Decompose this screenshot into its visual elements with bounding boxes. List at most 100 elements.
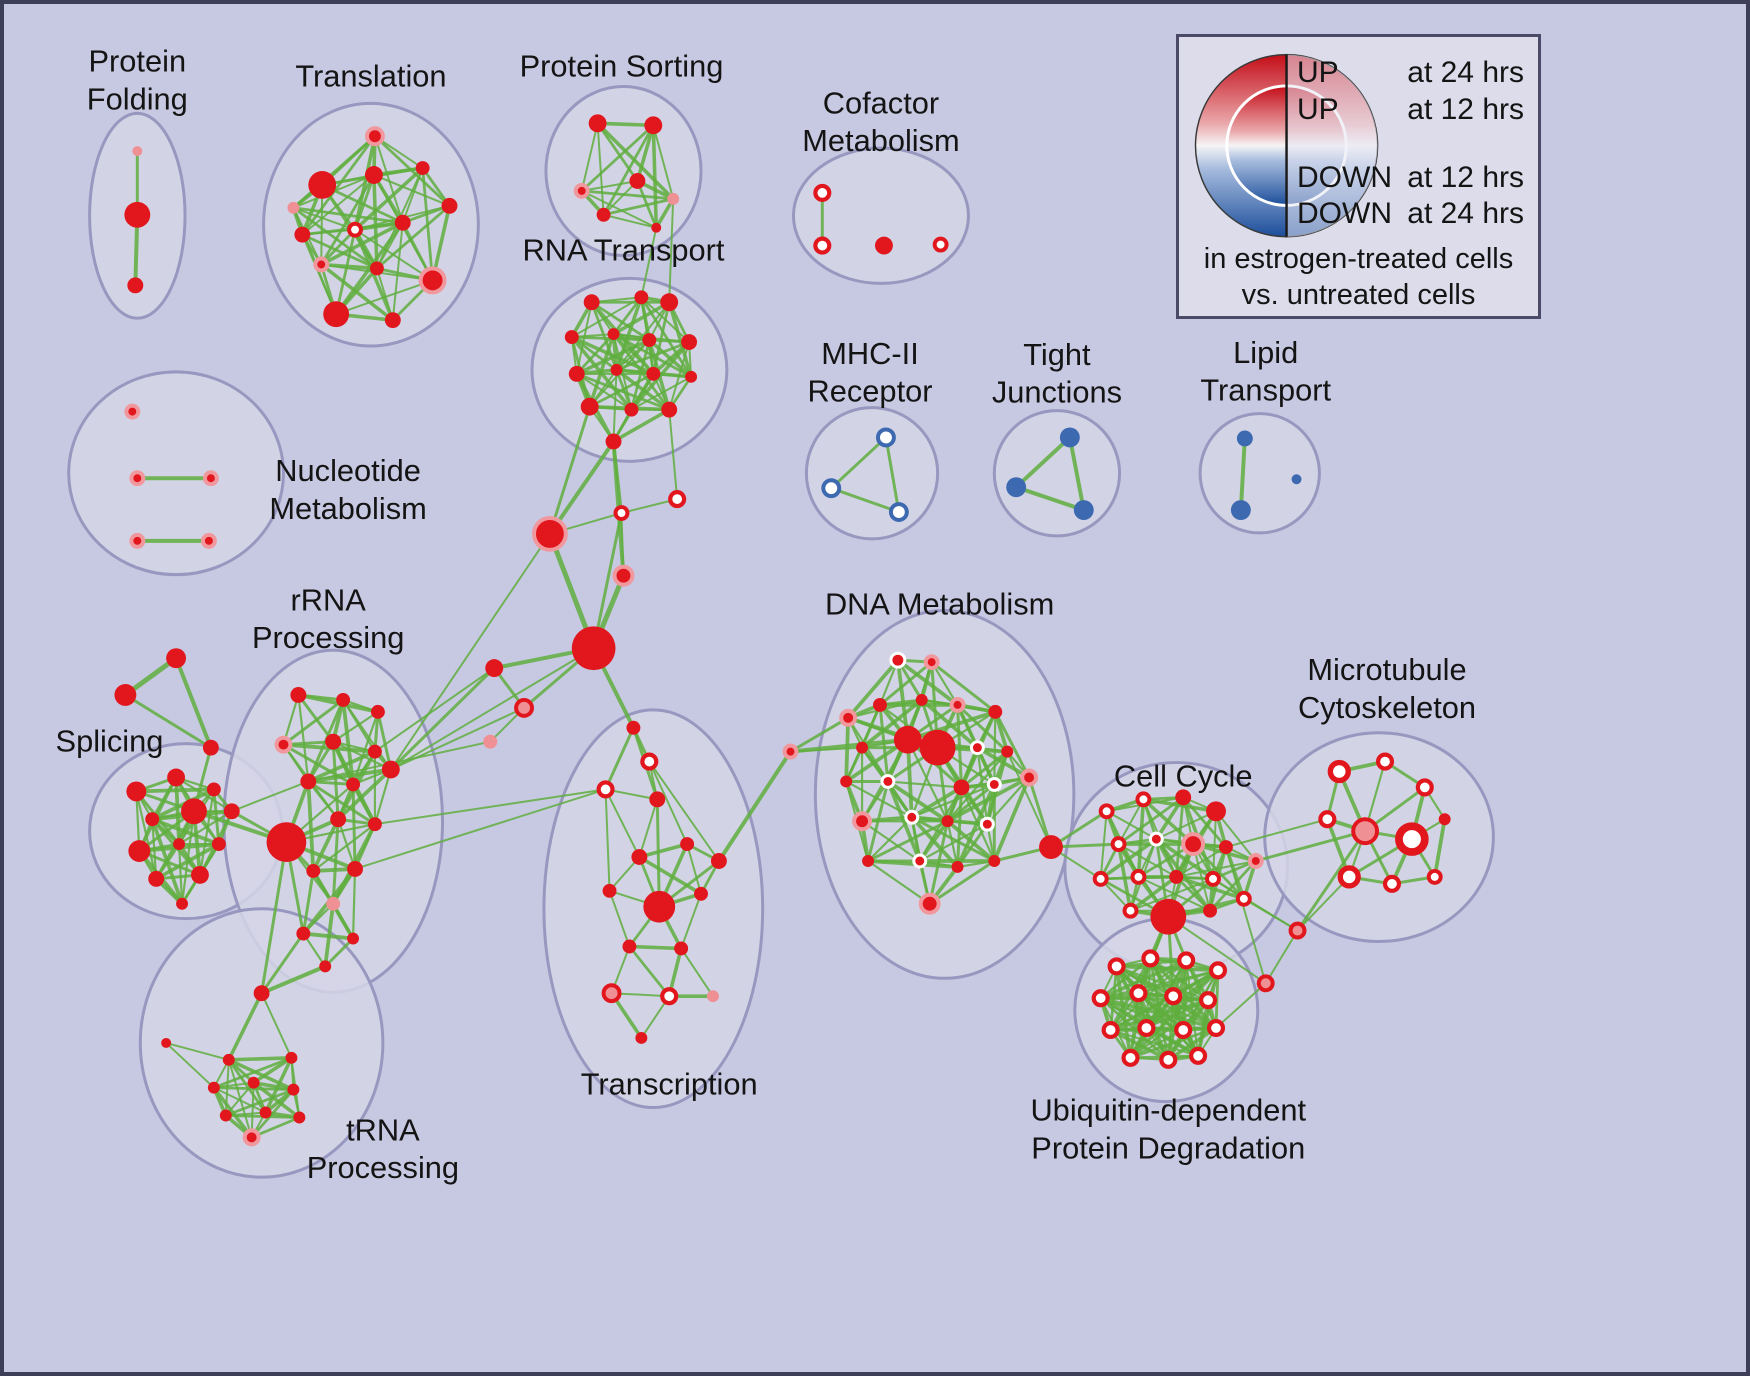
- network-node: [347, 221, 363, 238]
- legend-time: at 12 hrs: [1407, 93, 1524, 126]
- network-edge: [1109, 994, 1175, 1032]
- network-edge: [866, 816, 913, 863]
- network-node: [161, 1037, 172, 1048]
- network-node: [259, 1106, 272, 1119]
- network-edge: [1167, 915, 1267, 985]
- network-edge: [604, 788, 641, 859]
- network-node: [364, 166, 383, 184]
- network-node: [988, 704, 1003, 719]
- network-node: [211, 837, 226, 852]
- network-node: [1230, 500, 1251, 520]
- network-edge: [615, 301, 671, 371]
- legend-time: at 12 hrs: [1407, 161, 1524, 194]
- network-node: [580, 397, 599, 416]
- network-node: [649, 791, 666, 808]
- network-edge: [297, 693, 310, 783]
- network-node: [813, 183, 832, 202]
- network-node: [1020, 768, 1039, 787]
- network-edge: [334, 228, 357, 316]
- network-edge: [638, 798, 659, 859]
- legend-row-down-24: DOWN at 24 hrs: [1297, 199, 1524, 229]
- network-node: [290, 687, 307, 703]
- network-edge: [311, 817, 341, 873]
- network-node: [583, 294, 600, 311]
- network-edge: [323, 937, 355, 968]
- network-node: [953, 779, 970, 796]
- network-node: [651, 222, 662, 233]
- legend-row-down-12: DOWN at 12 hrs: [1297, 163, 1524, 193]
- network-edge: [301, 869, 315, 936]
- network-node: [919, 729, 956, 766]
- network-edge: [1014, 485, 1086, 513]
- network-node: [1337, 865, 1361, 889]
- network-node: [573, 182, 590, 199]
- network-node: [300, 773, 317, 790]
- network-edge: [596, 122, 605, 216]
- network-edge: [680, 892, 703, 950]
- network-node: [167, 768, 186, 787]
- network-edge: [1067, 435, 1086, 513]
- network-edge: [1432, 817, 1447, 879]
- network-edge: [945, 819, 997, 863]
- network-edge: [570, 296, 643, 339]
- network-edge: [602, 123, 655, 217]
- network-node: [132, 146, 143, 157]
- network-edge: [575, 372, 671, 412]
- network-node: [588, 114, 607, 133]
- network-edge: [595, 121, 675, 201]
- network-node: [1141, 949, 1160, 968]
- network-edge: [373, 768, 392, 826]
- network-node: [1426, 868, 1443, 885]
- network-edge: [956, 703, 1009, 754]
- network-edge: [260, 840, 288, 995]
- cluster-label-protein-sorting: Protein Sorting: [520, 49, 724, 84]
- network-edge: [263, 1056, 294, 1115]
- network-edge: [1129, 1026, 1218, 1060]
- legend: UP at 24 hrs UP at 12 hrs DOWN at 12 hrs…: [1176, 34, 1541, 319]
- network-node: [635, 1031, 648, 1044]
- network-node: [128, 840, 151, 862]
- network-edge: [230, 780, 310, 813]
- network-node: [986, 776, 1002, 792]
- network-node: [129, 532, 146, 549]
- network-node: [126, 781, 147, 802]
- network-edge: [319, 173, 376, 266]
- network-node: [166, 648, 187, 669]
- network-edge: [342, 698, 392, 771]
- network-node: [596, 780, 615, 799]
- network-node: [347, 932, 360, 945]
- network-node: [181, 798, 207, 825]
- legend-time: at 24 hrs: [1407, 56, 1524, 89]
- legend-updown-dial-icon: [1194, 53, 1379, 238]
- network-node: [287, 201, 300, 214]
- network-node: [568, 365, 585, 382]
- network-edge: [930, 661, 959, 706]
- network-node: [629, 173, 646, 189]
- network-edge: [1264, 929, 1299, 985]
- network-node: [912, 853, 928, 869]
- network-node: [610, 363, 623, 376]
- network-node: [1121, 1048, 1140, 1067]
- network-edge: [574, 338, 652, 376]
- legend-caption-line1: in estrogen-treated cells: [1203, 243, 1514, 275]
- network-node: [1205, 870, 1221, 887]
- network-node: [1203, 903, 1217, 918]
- network-edge: [389, 532, 551, 771]
- network-node: [308, 171, 337, 199]
- network-edge: [301, 174, 375, 236]
- network-edge: [1154, 795, 1185, 841]
- network-edge: [945, 775, 1031, 824]
- network-edge: [336, 767, 393, 822]
- network-edge: [251, 1080, 296, 1092]
- network-edge: [668, 408, 679, 501]
- network-edge: [844, 715, 851, 784]
- network-node: [191, 865, 209, 884]
- network-node: [1351, 817, 1380, 846]
- network-node: [313, 256, 330, 273]
- network-node: [1164, 987, 1183, 1006]
- network-node: [129, 470, 146, 487]
- network-node: [1206, 801, 1226, 822]
